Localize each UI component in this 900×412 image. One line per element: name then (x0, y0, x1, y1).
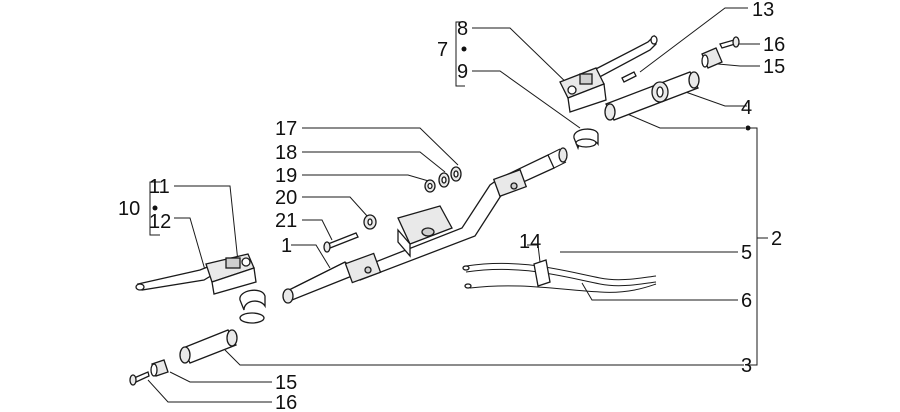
label-16-right: 16 (763, 34, 785, 56)
connector-dots (152, 46, 751, 211)
label-6: 6 (741, 290, 752, 312)
bolt (323, 232, 359, 253)
left-clamp (239, 289, 266, 324)
label-20: 20 (275, 187, 297, 209)
right-brake-lever (559, 34, 658, 113)
leader-lines (147, 7, 768, 403)
left-grip (179, 329, 238, 364)
callout-labels: 1 2 3 4 5 6 7 8 9 10 11 12 13 14 15 15 1… (118, 0, 785, 412)
label-9: 9 (457, 61, 468, 83)
label-2: 2 (771, 228, 782, 250)
label-1: 1 (281, 235, 292, 257)
right-clamp (573, 128, 599, 151)
label-8: 8 (457, 18, 468, 40)
label-10: 10 (118, 198, 140, 220)
right-bar-end (701, 36, 740, 69)
label-15-left: 15 (275, 372, 297, 394)
label-5: 5 (741, 242, 752, 264)
label-13: 13 (752, 0, 774, 21)
left-brake-lever (135, 253, 257, 295)
label-17: 17 (275, 118, 297, 140)
nuts-washers (363, 166, 462, 230)
label-11: 11 (149, 176, 170, 198)
label-16-left: 16 (275, 392, 297, 412)
label-7: 7 (437, 39, 448, 61)
label-15-right: 15 (763, 56, 785, 78)
label-12: 12 (149, 211, 171, 233)
label-18: 18 (275, 142, 297, 164)
handlebar-tube (282, 147, 568, 304)
label-14: 14 (519, 231, 541, 253)
cables (462, 259, 657, 293)
label-19: 19 (275, 165, 297, 187)
left-bar-end (129, 359, 169, 386)
label-21: 21 (275, 210, 297, 232)
right-grip (604, 71, 700, 121)
label-4: 4 (741, 97, 752, 119)
label-3: 3 (741, 355, 752, 377)
